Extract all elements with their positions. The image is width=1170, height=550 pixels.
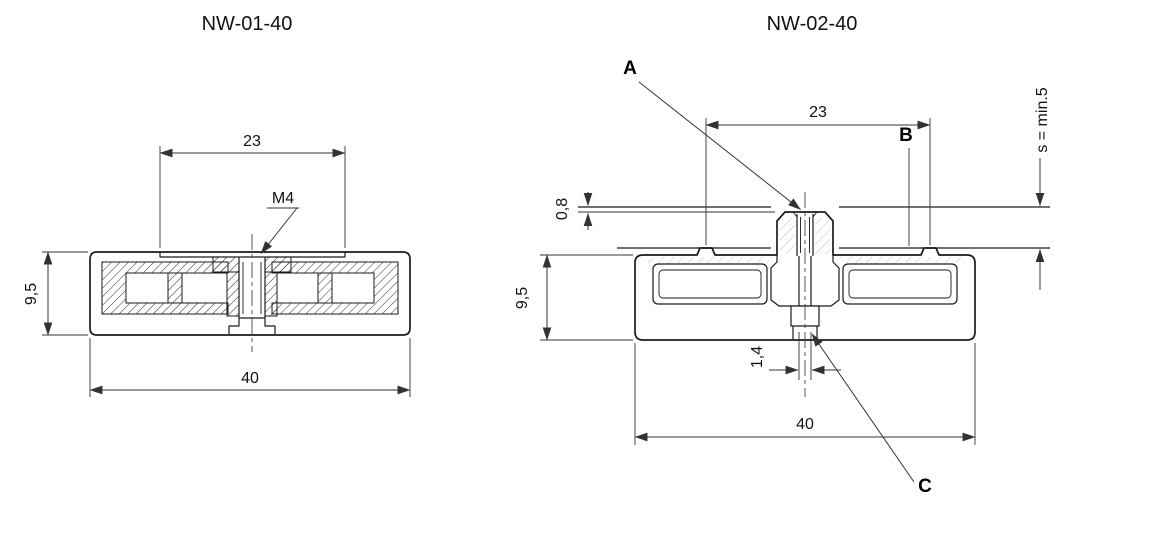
label-b: B (899, 125, 913, 146)
right-inner-wall-hatch (317, 272, 333, 304)
figure-title-nw-02-40: NW-02-40 (767, 13, 858, 35)
dim-40-left-label: 40 (241, 370, 259, 387)
dim-40-right-label: 40 (796, 416, 814, 433)
left-channel-outer (652, 263, 768, 305)
boss-cap-right-hatch (264, 256, 292, 273)
m4-label: M4 (272, 190, 294, 207)
dim-panel-thickness: s = min.5 (1034, 87, 1051, 290)
dim-40-right: 40 (634, 343, 976, 445)
dim-9-5-left: 9,5 (23, 251, 88, 336)
left-inner-wall-hatch (167, 272, 183, 304)
top-wall-hatch-left (645, 257, 769, 263)
panel-plate-lines (578, 206, 1050, 249)
figure-title-nw-01-40: NW-01-40 (202, 13, 293, 35)
dim-9-5-right: 9,5 (514, 254, 633, 341)
callout-b: B (899, 125, 913, 246)
boss-wall-hatch-left (780, 218, 795, 254)
dim-offset: 0,8 (554, 192, 775, 230)
label-a: A (623, 58, 637, 79)
dim-slot-label: 1,4 (749, 346, 766, 368)
m4-thread-hole (238, 258, 266, 319)
figure-nw-01-40: NW-01-40 (23, 13, 411, 397)
boss-wall-left-hatch (226, 271, 240, 317)
dim-slot: 1,4 (749, 332, 841, 380)
profile-cross-section-nw-01-40 (89, 234, 411, 352)
top-wall-hatch-right (841, 257, 965, 263)
dim-23-left: 23 (159, 133, 346, 248)
dim-panel-thickness-label: s = min.5 (1034, 87, 1051, 152)
dim-offset-label: 0,8 (554, 198, 571, 220)
boss-cap-left-hatch (212, 256, 240, 273)
figure-nw-02-40: NW-02-40 (514, 13, 1051, 497)
bottom-t-slot (228, 318, 276, 334)
dim-23-left-label: 23 (243, 133, 261, 150)
callout-c: C (811, 333, 932, 497)
right-channel-inner (848, 269, 952, 299)
profile-top-recess (159, 252, 346, 258)
profile-cross-section-nw-02-40 (634, 192, 976, 397)
dim-40-left: 40 (89, 338, 411, 397)
dim-9-5-right-label: 9,5 (514, 287, 531, 309)
left-channel-inner (658, 269, 762, 299)
callout-a: A (623, 58, 801, 210)
dim-9-5-left-label: 9,5 (23, 283, 40, 305)
dim-23-right-label: 23 (809, 104, 827, 121)
boss-wall-right-hatch (264, 271, 278, 317)
dim-23-right: 23 (705, 104, 931, 245)
m4-callout: M4 (260, 190, 299, 254)
label-c: C (918, 476, 932, 497)
boss-wall-hatch-right (815, 218, 830, 254)
boss-thread (792, 211, 818, 256)
right-channel-outer (842, 263, 958, 305)
